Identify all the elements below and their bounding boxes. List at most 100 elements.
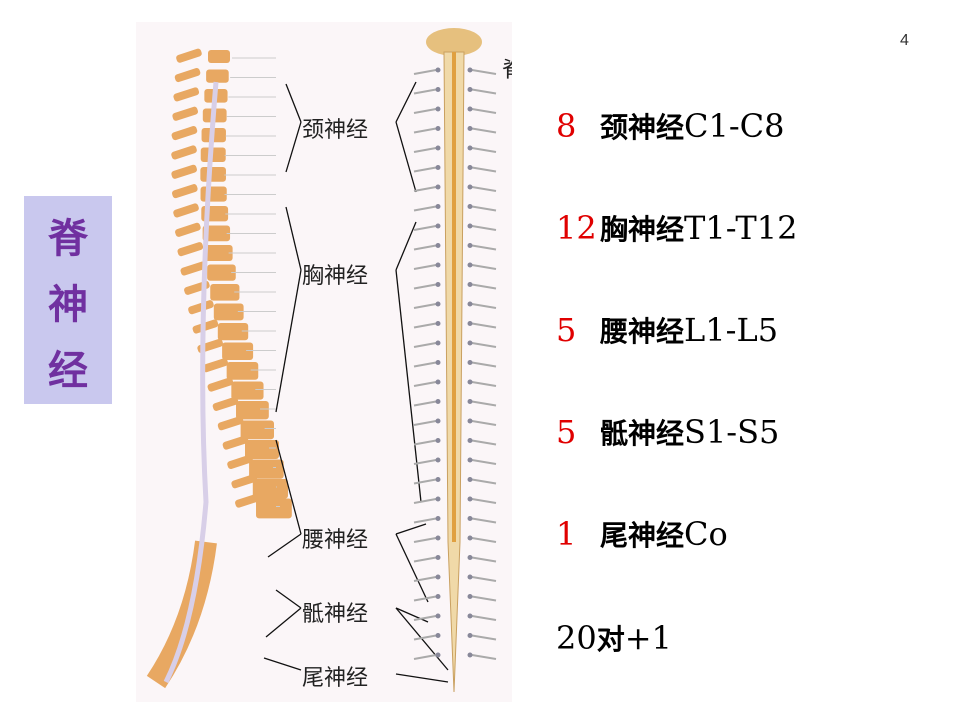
ganglion bbox=[467, 262, 473, 268]
ganglion bbox=[467, 340, 473, 346]
ganglion bbox=[435, 594, 441, 599]
ganglion bbox=[435, 418, 441, 424]
ganglion bbox=[435, 457, 441, 463]
ganglion bbox=[467, 574, 473, 580]
nerve-root-left bbox=[413, 166, 437, 173]
ganglion bbox=[435, 223, 441, 229]
spinous-process bbox=[217, 416, 244, 431]
spinous-process bbox=[212, 396, 239, 411]
ganglion bbox=[467, 223, 473, 229]
vertebra bbox=[200, 147, 226, 162]
vertebra bbox=[245, 440, 279, 459]
nerve-root-right bbox=[471, 361, 497, 368]
nerve-root-right bbox=[471, 615, 497, 621]
nerve-root-left bbox=[413, 654, 437, 660]
spinous-process bbox=[175, 222, 201, 237]
nerve-root-right bbox=[471, 576, 497, 582]
nerve-root-left bbox=[413, 400, 437, 407]
ganglion bbox=[435, 633, 441, 638]
section-title-char: 脊 bbox=[48, 216, 88, 262]
vertebra bbox=[256, 498, 292, 519]
vertebra bbox=[252, 479, 288, 499]
nerve-root-left bbox=[413, 478, 437, 485]
nerve-root-left bbox=[413, 634, 437, 641]
nerve-root-right bbox=[471, 400, 497, 407]
ganglion bbox=[435, 613, 441, 619]
ganglion bbox=[467, 360, 473, 365]
spinous-process bbox=[222, 435, 249, 450]
ganglion bbox=[467, 165, 473, 170]
ganglion bbox=[435, 535, 441, 541]
ganglion bbox=[435, 262, 441, 268]
label-thoracic: 胸神经 bbox=[302, 258, 369, 290]
ganglion bbox=[435, 360, 441, 365]
spinous-process bbox=[173, 87, 200, 102]
ganglion bbox=[435, 438, 441, 443]
ganglion bbox=[467, 555, 473, 560]
vertebra bbox=[200, 167, 226, 182]
nerve-root-right bbox=[471, 108, 497, 114]
ganglion bbox=[435, 243, 441, 248]
spinous-process bbox=[173, 203, 199, 218]
label-sacral: 骶神经 bbox=[302, 596, 369, 628]
nerve-root-right bbox=[471, 634, 497, 641]
ganglion bbox=[467, 321, 473, 326]
nerve-root-right bbox=[471, 459, 497, 465]
nerve-root-left bbox=[413, 322, 437, 329]
vertebra bbox=[208, 50, 230, 63]
pointer-arrow bbox=[275, 589, 302, 609]
spinous-process bbox=[174, 67, 201, 83]
label-cropped: 脊 bbox=[502, 52, 512, 84]
total-row: 20对+1 bbox=[556, 619, 672, 657]
vertebra bbox=[249, 459, 284, 479]
ganglion bbox=[467, 87, 473, 92]
brainstem bbox=[426, 28, 482, 56]
ganglion bbox=[467, 282, 473, 287]
ganglion bbox=[435, 340, 441, 346]
ganglion bbox=[435, 477, 441, 482]
pointer-arrow bbox=[395, 81, 417, 123]
vertebra bbox=[213, 303, 244, 321]
vertebra bbox=[217, 323, 249, 341]
ganglion bbox=[467, 418, 473, 424]
nerve-root-right bbox=[471, 595, 497, 602]
vertebra bbox=[202, 225, 231, 242]
pointer-arrow bbox=[267, 533, 302, 558]
pointer-arrow bbox=[285, 83, 302, 123]
vertebra bbox=[231, 381, 264, 400]
spine-illustration bbox=[146, 28, 497, 693]
nerve-root-right bbox=[471, 654, 497, 660]
vertebra bbox=[200, 186, 227, 202]
spinous-process bbox=[176, 48, 202, 63]
pointer-arrow bbox=[265, 607, 302, 638]
ganglion bbox=[467, 67, 473, 73]
nerve-root-right bbox=[471, 498, 497, 504]
ganglion bbox=[467, 457, 473, 463]
nerve-root-left bbox=[413, 381, 437, 387]
ganglion bbox=[467, 243, 473, 248]
pointer-arrow bbox=[275, 439, 302, 535]
nerve-root-right bbox=[471, 381, 497, 387]
spinous-process bbox=[207, 377, 234, 392]
pointer-arrow bbox=[395, 121, 417, 193]
spinous-process bbox=[171, 164, 197, 179]
ganglion bbox=[467, 633, 473, 638]
nerve-root-right bbox=[471, 556, 497, 563]
ganglion bbox=[435, 106, 441, 112]
spinous-process bbox=[171, 126, 198, 141]
nerve-root-right bbox=[471, 439, 497, 446]
ganglion bbox=[435, 204, 441, 209]
vertebra bbox=[226, 362, 259, 380]
nerve-root-right bbox=[471, 166, 497, 173]
nerve-root-left bbox=[413, 556, 437, 563]
vertebra bbox=[236, 401, 269, 420]
section-title-box: 脊 神 经 bbox=[24, 196, 112, 404]
ganglion bbox=[467, 594, 473, 599]
pointer-arrow bbox=[395, 221, 417, 271]
nerve-root-left bbox=[413, 264, 437, 270]
ganglion bbox=[467, 652, 473, 658]
nerve-root-right bbox=[471, 283, 497, 290]
